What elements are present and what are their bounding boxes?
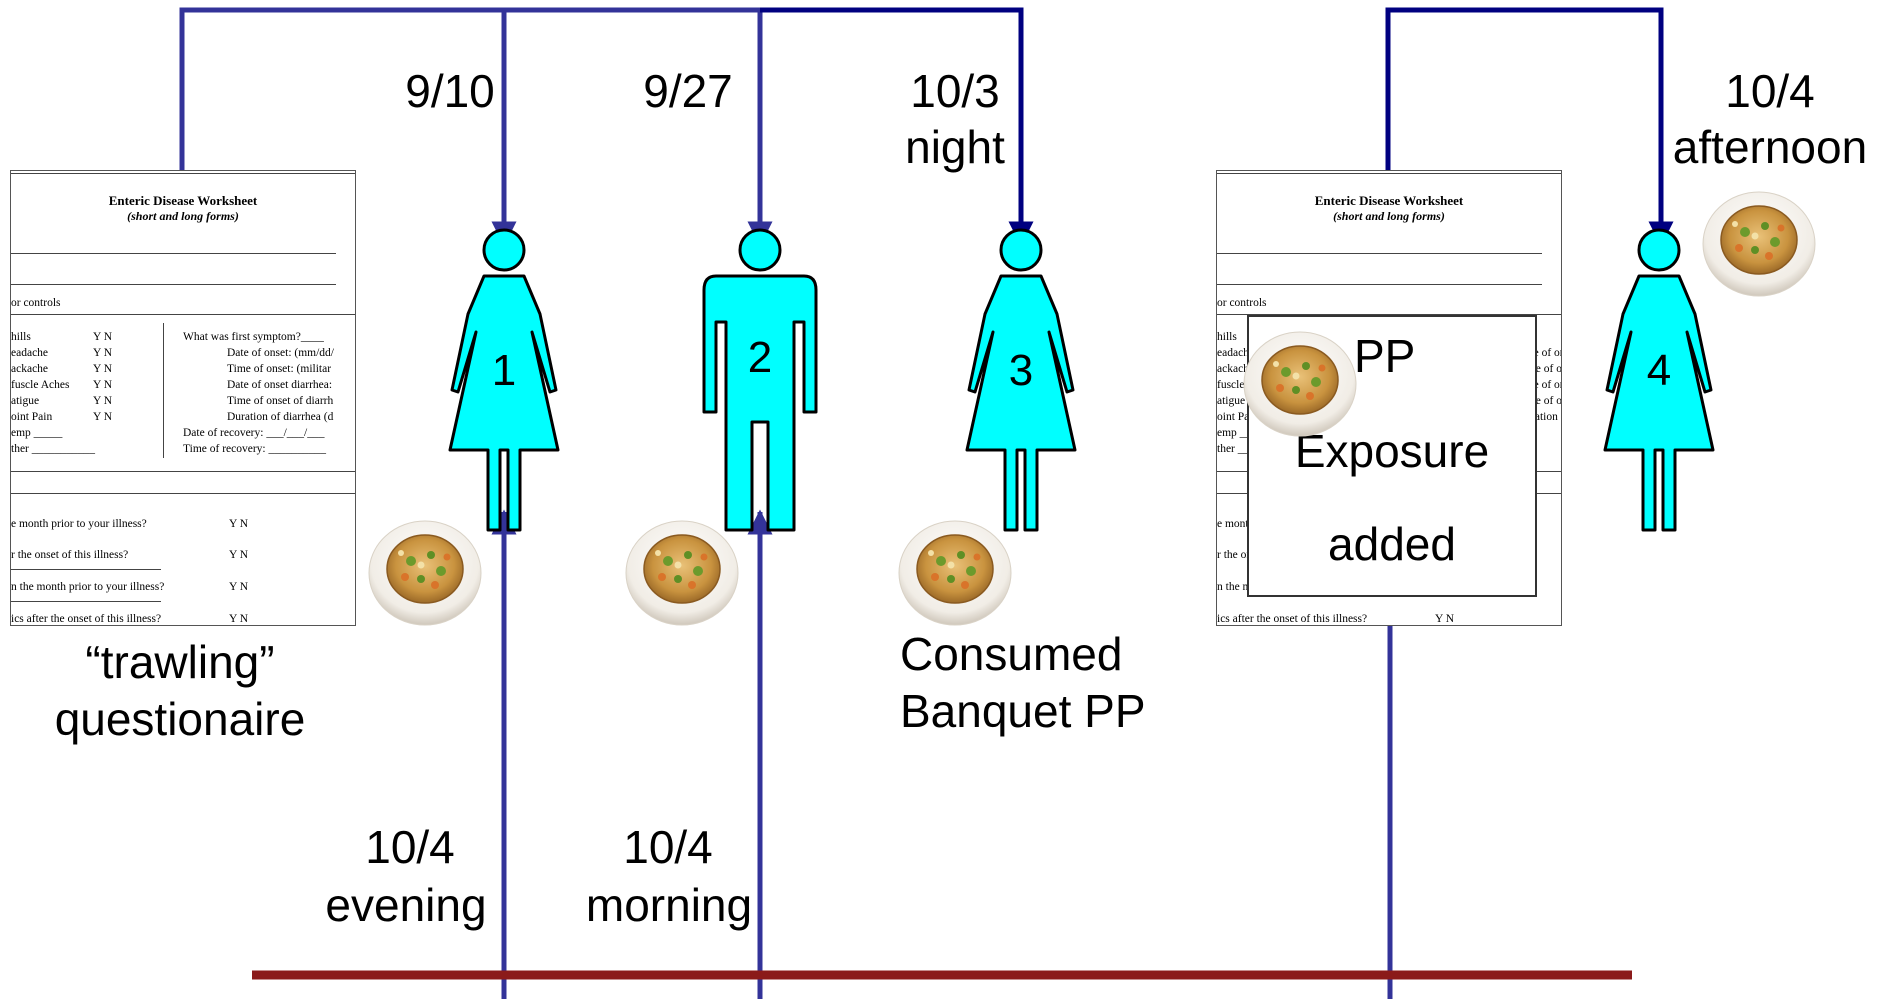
symptom-label: emp _____	[11, 427, 63, 439]
symptom-label: hills	[11, 331, 31, 343]
worksheet-subtitle: (short and long forms)	[127, 209, 239, 223]
yn-option: Y N	[93, 363, 113, 375]
question-yn: Y N	[229, 613, 249, 625]
yn-option: Y N	[93, 347, 113, 359]
worksheet-title: Enteric Disease Worksheet	[1314, 193, 1464, 208]
onset-field: Time of recovery: __________	[183, 443, 326, 455]
yn-option: Y N	[93, 331, 113, 343]
arrow-to-person-2-top	[504, 7, 773, 247]
pot-pie-image-1	[368, 520, 482, 626]
worksheet-title: Enteric Disease Worksheet	[108, 193, 258, 208]
question-yn: Y N	[229, 581, 249, 593]
bottom-time-label-1: evening	[325, 879, 487, 931]
person-2-number: 2	[748, 333, 772, 382]
onset-field: Date of onset: (mm/dd/	[227, 347, 334, 359]
connector-lines	[179, 7, 1674, 999]
onset-field: Date of recovery: ___/___/___	[183, 427, 325, 439]
date-label-person-2: 9/27	[643, 65, 733, 117]
question-text: n the month prior to your illness?	[11, 581, 165, 593]
question-yn: Y N	[229, 518, 249, 530]
bottom-date-label-2: 10/4	[623, 821, 713, 873]
person-1-number: 1	[492, 346, 516, 395]
yn-option: Y N	[93, 411, 113, 423]
question-text: ics after the onset of this illness?	[11, 613, 162, 625]
symptom-label: atigue	[1217, 395, 1246, 407]
worksheet-document-1: Enteric Disease Worksheet (short and lon…	[10, 170, 356, 626]
date-label-person-3: 10/3	[910, 65, 1000, 117]
symptom-label: atigue	[11, 395, 40, 407]
callout-pp-label: PP	[1354, 330, 1416, 382]
arrow-to-person-1-bottom	[491, 509, 1393, 999]
time-label-person-4: afternoon	[1672, 121, 1868, 173]
date-label-person-1: 9/10	[405, 65, 495, 117]
symptom-label: eadache	[11, 347, 49, 359]
date-label-person-4: 10/4	[1725, 65, 1815, 117]
symptom-label: eadache	[1217, 347, 1255, 359]
symptom-label: ackache	[11, 363, 49, 375]
controls-label: or controls	[1217, 297, 1267, 309]
arrow-to-person-1-top	[179, 7, 517, 247]
callout-exposure-label: Exposure	[1294, 425, 1490, 477]
symptom-label: ackache	[1217, 363, 1255, 375]
pot-pie-image-2	[625, 520, 739, 626]
bottom-date-label-1: 10/4	[365, 821, 455, 873]
symptom-label: oint Pain	[11, 411, 53, 423]
question-yn: Y N	[229, 549, 249, 561]
person-3-number: 3	[1009, 346, 1033, 395]
banquet-pp-label: Banquet PP	[900, 685, 1146, 737]
controls-label: or controls	[11, 297, 61, 309]
trawling-label: “trawling”	[85, 636, 275, 688]
onset-field: Time of onset of diarrh	[227, 395, 334, 407]
consumed-label: Consumed	[900, 628, 1123, 680]
arrow-to-person-4-top	[1385, 7, 1674, 247]
symptom-label: fuscle Aches	[11, 379, 70, 391]
pot-pie-image-4	[1702, 191, 1816, 297]
arrow-to-person-3-top	[760, 7, 1034, 247]
onset-field: Time of onset: (militar	[227, 363, 332, 375]
questionaire-label: questionaire	[54, 693, 306, 745]
question-text: ics after the onset of this illness?	[1217, 613, 1368, 625]
callout-added-label: added	[1328, 518, 1456, 570]
question-text: r the onset of this illness?	[11, 549, 129, 561]
pot-pie-image-3	[898, 520, 1012, 626]
pot-pie-image-5	[1243, 331, 1357, 437]
onset-field: What was first symptom?____	[183, 331, 324, 343]
yn-option: Y N	[93, 379, 113, 391]
worksheet-subtitle: (short and long forms)	[1333, 209, 1445, 223]
onset-field: Duration of diarrhea (d	[227, 411, 334, 423]
question-text: e month prior to your illness?	[11, 518, 147, 530]
time-label-person-3: night	[905, 121, 1005, 173]
onset-field: Date of onset diarrhea:	[227, 379, 333, 391]
symptom-label: hills	[1217, 331, 1237, 343]
symptom-label: ther ___________	[11, 443, 96, 455]
question-yn: Y N	[1435, 613, 1455, 625]
yn-option: Y N	[93, 395, 113, 407]
person-4-number: 4	[1647, 346, 1671, 395]
bottom-time-label-2: morning	[585, 879, 753, 931]
